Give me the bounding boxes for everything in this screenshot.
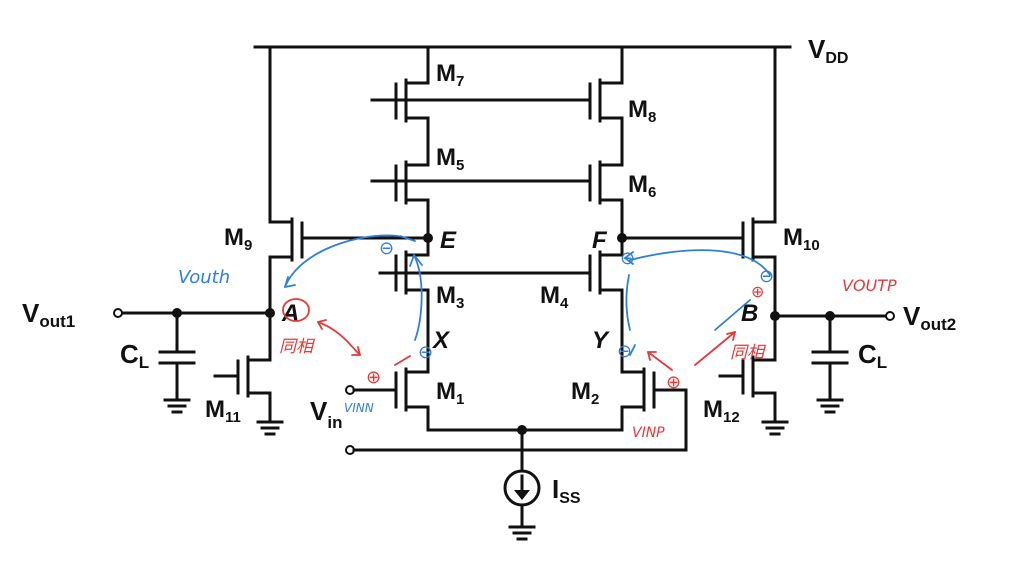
label-m8: M8 (628, 96, 656, 126)
label-node-e: E (440, 227, 457, 254)
red-vinp-label: VINP (632, 425, 665, 441)
red-plus-b: ⊕ (751, 282, 764, 301)
red-circle-a (282, 298, 310, 322)
red-plus-m1: ⊕ (366, 367, 381, 388)
label-m9: M9 (224, 224, 252, 254)
label-node-b: B (741, 300, 758, 327)
label-m2: M2 (571, 378, 599, 408)
label-node-x: X (431, 327, 451, 354)
label-m10: M10 (783, 224, 820, 254)
blue-minus-e: ⊖ (379, 238, 394, 259)
red-same-phase-left: 同相 (279, 337, 316, 357)
blue-arrow-e-to-a (284, 234, 399, 288)
label-cl-right: CL (858, 339, 887, 372)
label-m6: M6 (628, 171, 656, 201)
red-voutp-label: VOUTP (842, 276, 897, 295)
label-m1: M1 (436, 378, 464, 408)
blue-minus-x: ⊖ (418, 342, 433, 363)
label-cl-left: CL (120, 339, 149, 372)
label-m3: M3 (436, 282, 464, 312)
label-vout1: Vout1 (22, 298, 75, 331)
red-same-phase-right: 同相 (730, 343, 767, 363)
right-output-stage (620, 45, 895, 436)
blue-minus-b: ⊖ (759, 266, 774, 287)
label-node-y: Y (592, 327, 610, 354)
right-stack (588, 45, 688, 452)
label-m11: M11 (205, 396, 241, 426)
label-m5: M5 (436, 144, 464, 174)
red-arrow-a-to-x (317, 321, 361, 356)
blue-annotations: ⊖ ⊖ ⊖ ⊖ ⊖ Vouth VINN (178, 234, 774, 415)
label-vout2: Vout2 (903, 301, 956, 334)
label-m4: M4 (540, 282, 569, 312)
label-m7: M7 (436, 60, 464, 90)
red-annotations: ⊕ ⊕ ⊕ 同相 同相 VOUTP VINP (279, 276, 897, 441)
red-plus-m2: ⊕ (666, 372, 681, 393)
label-m12: M12 (703, 396, 740, 426)
vdd-label: VDD (808, 34, 848, 67)
blue-minus-f: ⊖ (620, 248, 635, 269)
label-node-f: F (592, 227, 608, 254)
label-vin: Vin (310, 396, 342, 432)
blue-vinn-label: VINN (344, 401, 374, 415)
iss-label: ISS (552, 474, 581, 507)
blue-voutn-label: Vouth (178, 267, 230, 288)
blue-minus-y: ⊖ (617, 341, 632, 362)
